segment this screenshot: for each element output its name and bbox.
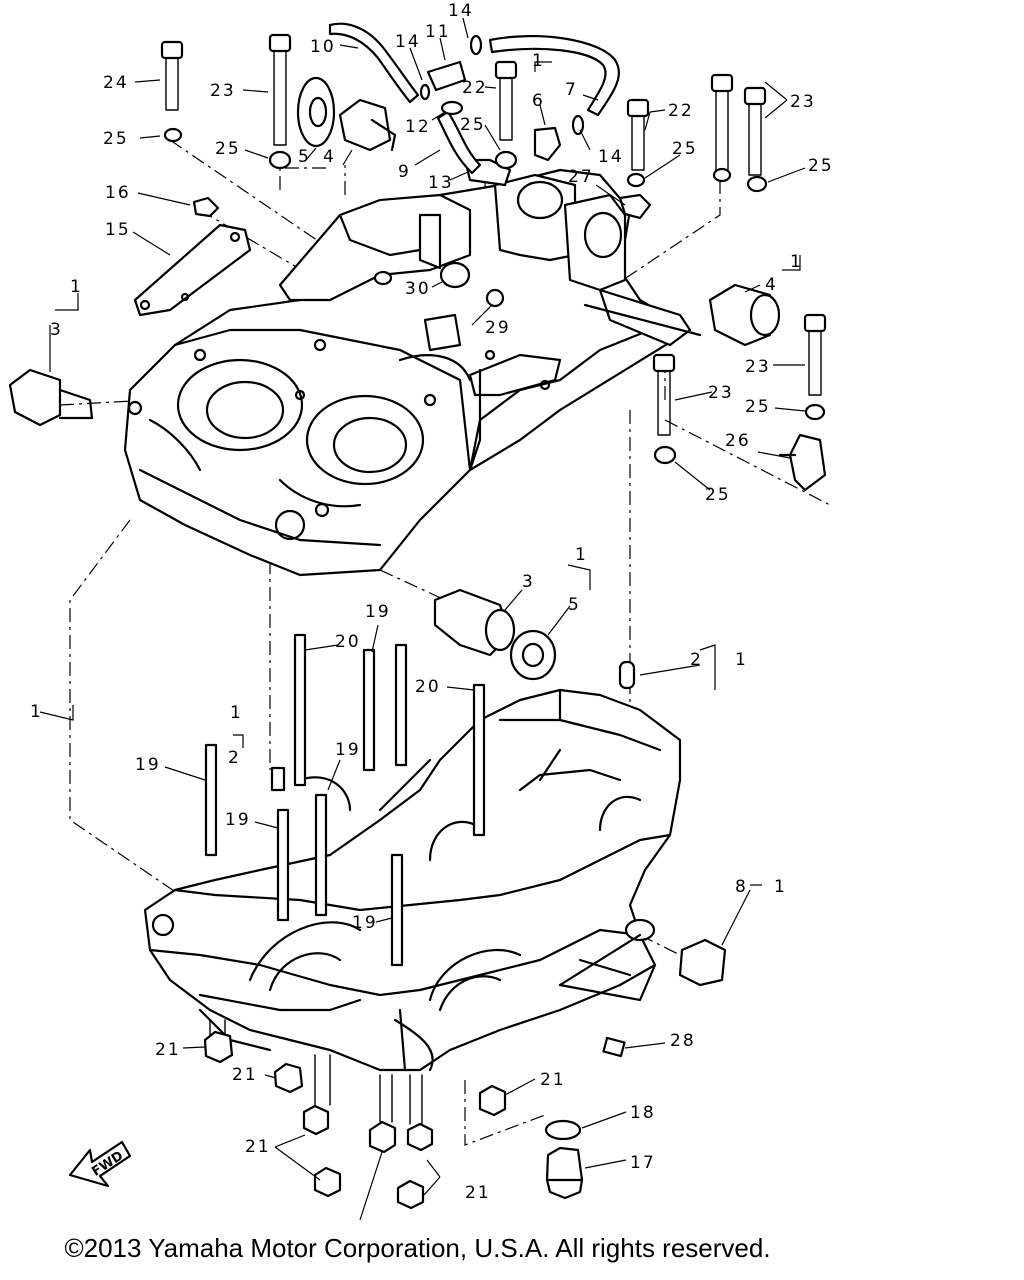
callout-30: 30: [405, 279, 431, 299]
callout-25-right-lower: 25: [745, 397, 771, 417]
callout-10: 10: [310, 37, 336, 57]
studs: [204, 633, 636, 967]
callout-18: 18: [630, 1103, 656, 1123]
callout-23-center-lower: 23: [708, 383, 734, 403]
callout-21-a: 21: [155, 1040, 181, 1060]
callout-14-right: 14: [598, 147, 624, 167]
callout-22-center: 22: [462, 78, 488, 98]
callout-19-lower-left: 19: [225, 810, 251, 830]
callout-4-upper: 4: [323, 147, 336, 167]
callout-1-dowel-right: 1: [735, 650, 748, 670]
callout-2-left: 2: [228, 748, 241, 768]
callout-2-right: 2: [690, 650, 703, 670]
callout-21-b: 21: [232, 1065, 258, 1085]
callout-27: 27: [568, 167, 594, 187]
callout-3-lower: 3: [522, 572, 535, 592]
callout-21-c: 21: [245, 1137, 271, 1157]
callout-3-left: 3: [50, 320, 63, 340]
callout-29: 29: [485, 318, 511, 338]
callout-25-right: 25: [672, 139, 698, 159]
callout-1-seal: 1: [575, 545, 588, 565]
callout-19-lower: 19: [352, 913, 378, 933]
callout-9: 9: [398, 162, 411, 182]
callout-23-left: 23: [210, 81, 236, 101]
washers: [163, 127, 826, 465]
callout-22-right: 22: [668, 101, 694, 121]
callout-1-hose: 1: [532, 51, 545, 71]
callout-19-top: 19: [365, 602, 391, 622]
callout-17: 17: [630, 1153, 656, 1173]
callout-14-top: 14: [448, 1, 474, 21]
fwd-arrow: FWD: [68, 1140, 132, 1188]
callout-25-far-right: 25: [808, 156, 834, 176]
crankcase-exploded-diagram: FWD: [8, 1, 834, 1221]
callout-19-center: 19: [335, 740, 361, 760]
callout-6: 6: [532, 91, 545, 111]
callout-26: 26: [725, 431, 751, 451]
hoses-and-fittings: [328, 22, 620, 175]
callout-4-right: 4: [765, 275, 778, 295]
bolts: [160, 33, 827, 436]
callout-20-left: 20: [335, 632, 361, 652]
callout-20-right: 20: [415, 677, 441, 697]
callout-24: 24: [103, 73, 129, 93]
callout-1-right: 1: [790, 252, 803, 272]
callout-19-left: 19: [135, 755, 161, 775]
callout-21-d: 21: [540, 1070, 566, 1090]
callout-5-lower: 5: [568, 595, 581, 615]
callout-25-center: 25: [460, 115, 486, 135]
callout-1-seal-8: 1: [774, 877, 787, 897]
callout-11: 11: [425, 22, 451, 42]
callout-25-left-top: 25: [103, 129, 129, 149]
leader-lines: [39, 17, 806, 1221]
callout-15: 15: [105, 220, 131, 240]
callout-8: 8: [735, 877, 748, 897]
callout-14-left: 14: [395, 32, 421, 52]
callout-1-crankcase: 1: [30, 702, 43, 722]
callout-numbers: 14 11 10 14 1 7 24 23 22 6 22 23 12 25 1…: [30, 1, 834, 1203]
callout-23-right-pair: 23: [790, 92, 816, 112]
callout-28: 28: [670, 1031, 696, 1051]
callout-23-right-lower: 23: [745, 357, 771, 377]
lower-crankcase: [143, 688, 682, 1072]
callout-25-lower: 25: [705, 485, 731, 505]
upper-crankcase: [123, 168, 702, 577]
nuts-and-drain: [203, 1019, 584, 1210]
callout-21-e: 21: [465, 1183, 491, 1203]
callout-7: 7: [565, 80, 578, 100]
callout-12: 12: [405, 117, 431, 137]
callout-1-left: 1: [70, 277, 83, 297]
callout-5-upper: 5: [298, 147, 311, 167]
callout-16: 16: [105, 183, 131, 203]
seals-and-dowels: [8, 76, 827, 1058]
callout-25-left: 25: [215, 139, 241, 159]
callout-13: 13: [428, 173, 454, 193]
copyright-notice: ©2013 Yamaha Motor Corporation, U.S.A. A…: [64, 1233, 771, 1263]
callout-1-dowel-left: 1: [230, 703, 243, 723]
